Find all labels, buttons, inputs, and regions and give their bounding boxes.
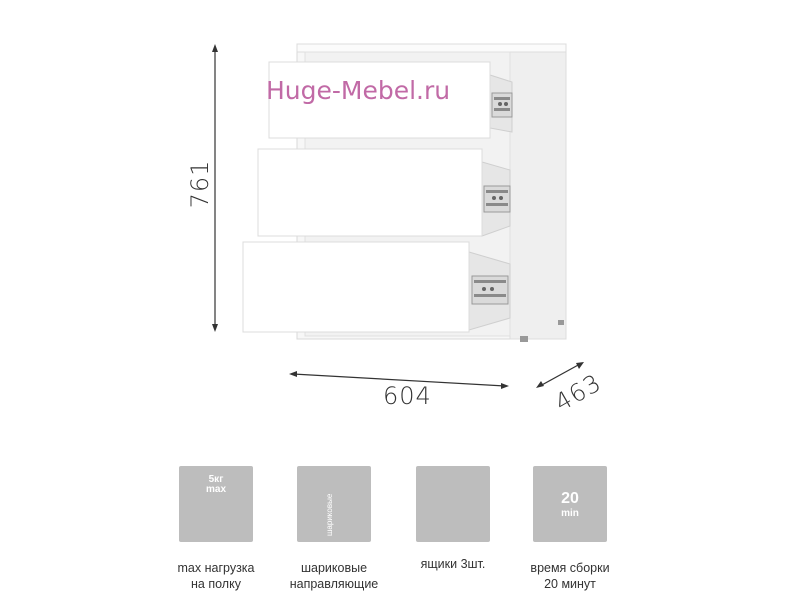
height-dimension-arrow (212, 44, 218, 332)
feature-drawers-count: ящики 3шт. (383, 466, 523, 572)
caption-line: ящики 3шт. (420, 557, 486, 571)
drawer-top (268, 61, 513, 139)
slides-tile-label: шариковые (325, 493, 334, 536)
feature-caption: ящики 3шт. (383, 556, 523, 572)
caption-line: на полку (191, 577, 241, 591)
feature-tile: шариковые (297, 466, 371, 542)
drawer-middle (257, 148, 511, 237)
caption-line: время сборки (530, 561, 610, 575)
feature-ball-slides: шариковые шариковые направляющие (264, 466, 404, 592)
depth-dimension-arrow (536, 362, 584, 388)
height-label: 761 (186, 159, 214, 209)
caption-line: направляющие (289, 577, 379, 591)
feature-caption: max нагрузка на полку (146, 560, 286, 592)
feature-max-load: 5кг max max нагрузка на полку (146, 466, 286, 592)
weight-value: 5кг (208, 474, 224, 485)
caption-line: шариковые (300, 561, 368, 575)
feature-caption: шариковые направляющие (264, 560, 404, 592)
caption-line: max нагрузка (177, 561, 255, 575)
feature-caption: время сборки 20 минут (500, 560, 640, 592)
assembly-minutes: 20 (561, 490, 579, 507)
feature-tile: 5кг max (179, 466, 253, 542)
width-dimension-arrow (289, 371, 509, 389)
feature-tile (416, 466, 490, 542)
feature-tile: 20 min (533, 466, 607, 542)
assembly-unit: min (561, 508, 579, 519)
caption-line: 20 минут (544, 577, 596, 591)
weight-max-label: max (205, 484, 226, 495)
watermark-text: Huge-Mebel.ru (266, 76, 451, 105)
feature-assembly-time: 20 min время сборки 20 минут (500, 466, 640, 592)
width-label: 604 (383, 382, 432, 410)
drawer-bottom (242, 241, 511, 333)
